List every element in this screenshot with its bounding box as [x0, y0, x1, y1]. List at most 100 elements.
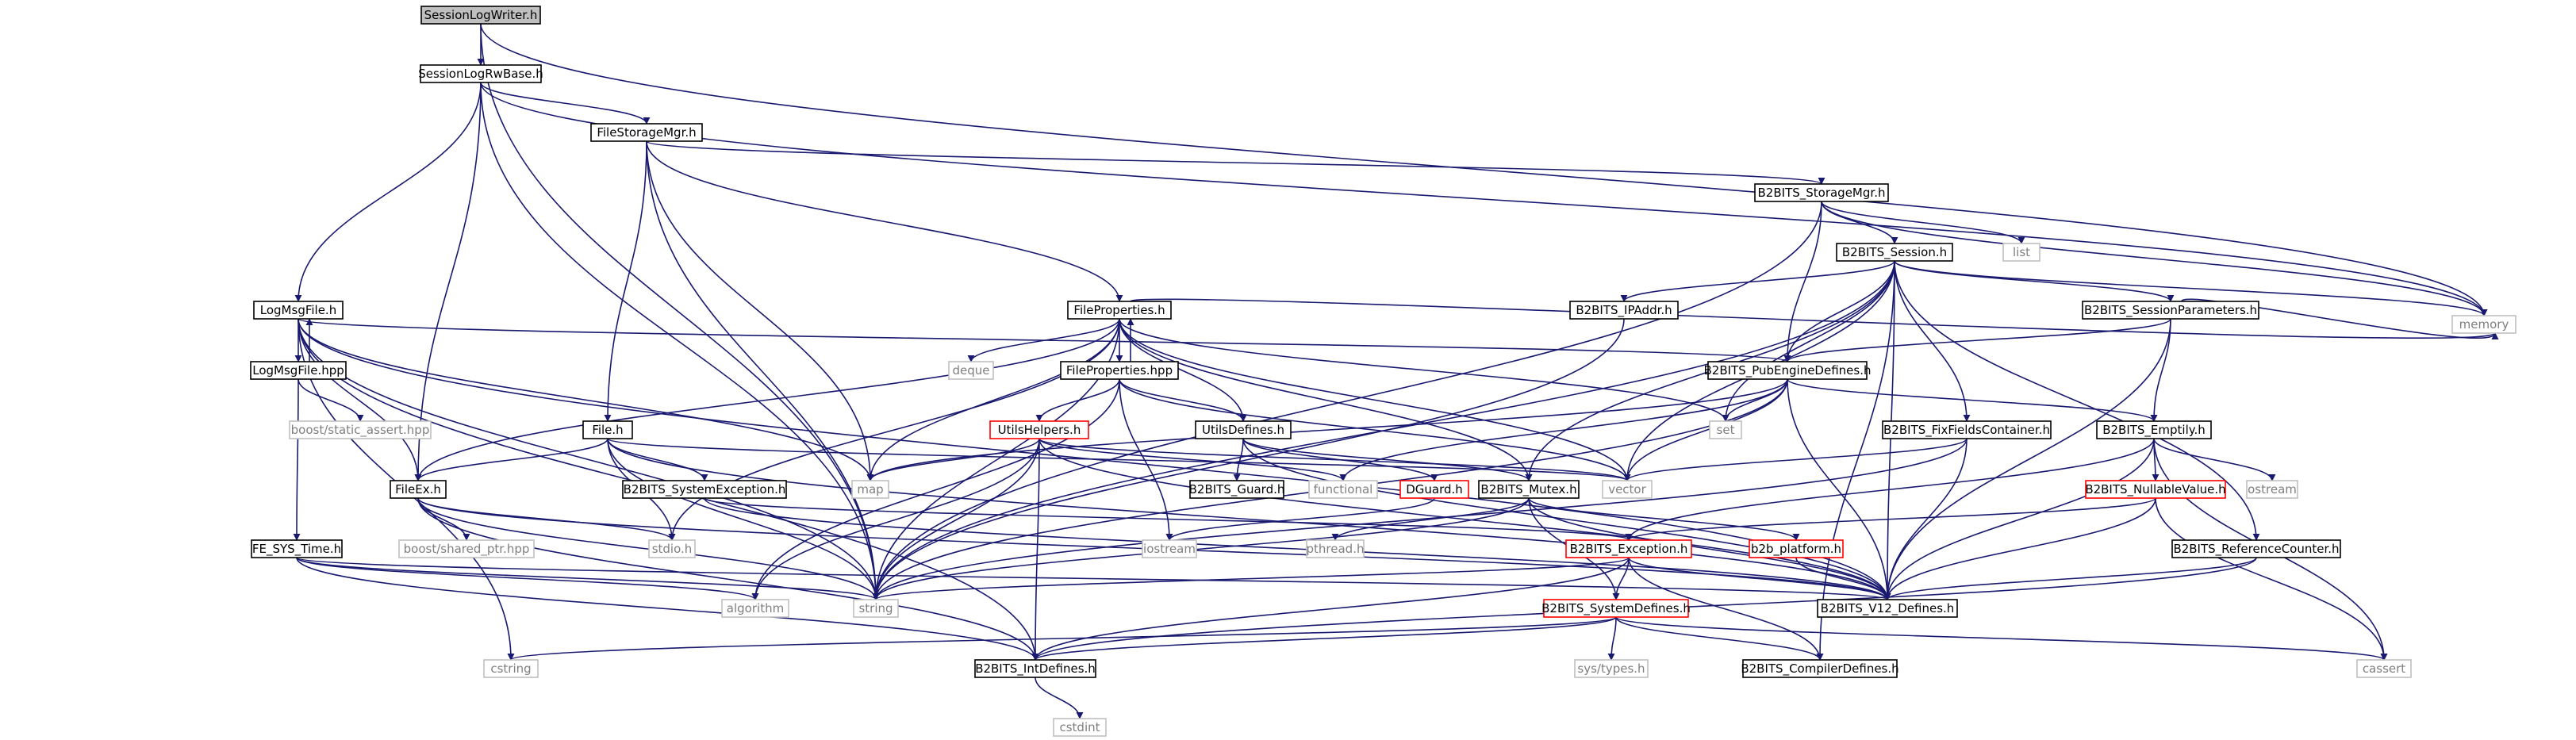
edge-Session-to-CompilerDefines [1816, 260, 1895, 661]
edge-Emptily-to-ostream [2153, 438, 2276, 481]
node-ReferenceCounter[interactable]: B2BITS_ReferenceCounter.h [2171, 539, 2341, 558]
node-SystemDefines[interactable]: B2BITS_SystemDefines.h [1541, 599, 1691, 618]
edge-FileEx-to-string [417, 497, 880, 600]
edge-UtilsHelpers-to-map [866, 438, 1040, 481]
edge-FileProperties-to-vector [1119, 318, 1631, 481]
node-label: cstring [490, 661, 531, 676]
edge-SystemDefines-to-cassert [1615, 616, 2388, 661]
node-FileEx[interactable]: FileEx.h [390, 480, 447, 499]
edge-Session-to-memory [1894, 260, 2488, 316]
node-box [2246, 480, 2298, 499]
node-box [1569, 301, 1679, 320]
node-label: algorithm [727, 601, 784, 615]
edge-UtilsDefines-to-Mutex [1242, 438, 1533, 481]
node-label: B2BITS_NullableValue.h [2085, 482, 2225, 497]
edge-NullableValue-to-cassert [2155, 497, 2388, 661]
node-Mutex[interactable]: B2BITS_Mutex.h [1478, 480, 1580, 499]
node-box [2356, 659, 2412, 678]
node-box [853, 599, 899, 618]
node-IntDefines[interactable]: B2BITS_IntDefines.h [974, 659, 1096, 678]
edge-LogMsgFileHpp-to-static_assert [298, 378, 364, 422]
node-box [1709, 420, 1742, 439]
edge-Exception-to-string [872, 557, 1630, 600]
node-box [1053, 718, 1107, 737]
node-Guard[interactable]: B2BITS_Guard.h [1189, 480, 1285, 499]
node-box [1836, 243, 1953, 262]
edge-Mutex-to-string [872, 497, 1530, 600]
node-LogMsgFileHpp[interactable]: LogMsgFile.hpp [250, 361, 347, 380]
node-box [1308, 480, 1378, 499]
node-box [721, 599, 789, 618]
node-FilePropertiesHpp[interactable]: FileProperties.hpp [1060, 361, 1179, 380]
edge-FileH-to-FileEx [414, 438, 608, 481]
node-NullableValue[interactable]: B2BITS_NullableValue.h [2085, 480, 2226, 499]
node-SessionParameters[interactable]: B2BITS_SessionParameters.h [2082, 301, 2259, 320]
node-label: set [1717, 423, 1735, 437]
edge-FileEx-to-IntDefines [417, 497, 1039, 661]
node-FixFieldsContainer[interactable]: B2BITS_FixFieldsContainer.h [1882, 420, 2052, 439]
node-SessionLogWriter[interactable]: SessionLogWriter.h [420, 6, 541, 25]
edge-Emptily-to-V12_Defines [1883, 438, 2155, 600]
node-DGuard[interactable]: DGuard.h [1399, 480, 1469, 499]
node-label: B2BITS_Mutex.h [1480, 482, 1576, 497]
node-PubEngineDefines[interactable]: B2BITS_PubEngineDefines.h [1703, 361, 1872, 380]
edge-FE_SYS_Time-to-string [296, 557, 880, 600]
node-box [1749, 539, 1844, 558]
node-box [948, 361, 994, 380]
node-Session[interactable]: B2BITS_Session.h [1836, 243, 1953, 262]
node-label: FileStorageMgr.h [597, 125, 696, 140]
node-functional: functional [1308, 480, 1378, 499]
edge-FileProperties-to-deque [967, 318, 1120, 362]
edge-UtilsHelpers-to-algorithm [751, 438, 1040, 600]
node-stdio: stdio.h [648, 539, 696, 558]
edge-SessionLogRwBase-to-string [480, 82, 880, 600]
edge-UtilsDefines-to-V12_Defines [1242, 438, 1891, 600]
node-SessionLogRwBase[interactable]: SessionLogRwBase.h [418, 64, 543, 83]
node-V12_Defines[interactable]: B2BITS_V12_Defines.h [1817, 599, 1958, 618]
node-Emptily[interactable]: B2BITS_Emptily.h [2096, 420, 2212, 439]
node-FileH[interactable]: File.h [582, 420, 633, 439]
node-IPAddr[interactable]: B2BITS_IPAddr.h [1569, 301, 1679, 320]
node-StorageMgr[interactable]: B2BITS_StorageMgr.h [1754, 183, 1889, 202]
node-label: B2BITS_PubEngineDefines.h [1703, 363, 1871, 378]
node-UtilsDefines[interactable]: UtilsDefines.h [1195, 420, 1292, 439]
edge-SessionLogWriter-to-string [480, 23, 880, 600]
node-label: B2BITS_Session.h [1842, 245, 1947, 260]
node-memory: memory [2451, 315, 2516, 334]
node-FE_SYS_Time[interactable]: FE_SYS_Time.h [251, 539, 343, 558]
node-map: map [851, 480, 889, 499]
node-CompilerDefines[interactable]: B2BITS_CompilerDefines.h [1741, 659, 1899, 678]
node-box [1478, 480, 1580, 499]
node-box [390, 480, 447, 499]
edge-FileH-to-string [607, 438, 880, 600]
node-UtilsHelpers[interactable]: UtilsHelpers.h [989, 420, 1089, 439]
node-label: B2BITS_SessionParameters.h [2084, 303, 2257, 318]
node-box [2096, 420, 2212, 439]
node-label: deque [952, 363, 989, 378]
node-pthread: pthread.h [1306, 539, 1365, 558]
node-box [420, 64, 542, 83]
edge-FileStorageMgr-to-FileProperties [646, 140, 1123, 302]
node-box [251, 539, 343, 558]
node-label: cassert [2363, 661, 2405, 676]
edge-UtilsHelpers-to-IntDefines [1031, 438, 1040, 661]
edge-FixFieldsContainer-to-V12_Defines [1883, 438, 1968, 600]
node-FileStorageMgr[interactable]: FileStorageMgr.h [590, 123, 703, 142]
edge-UtilsHelpers-to-V12_Defines [1038, 438, 1891, 600]
node-label: FileEx.h [395, 482, 441, 497]
edge-Session-to-PubEngineDefines [1783, 260, 1895, 362]
node-LogMsgFile[interactable]: LogMsgFile.h [253, 301, 344, 320]
node-Exception[interactable]: B2BITS_Exception.h [1565, 539, 1692, 558]
node-label: UtilsDefines.h [1202, 423, 1284, 437]
node-shared_ptr: boost/shared_ptr.hpp [398, 539, 535, 558]
edge-FilePropertiesHpp-to-vector [1119, 378, 1631, 481]
node-FileProperties[interactable]: FileProperties.h [1067, 301, 1172, 320]
edge-LogMsgFile-to-map [298, 318, 874, 481]
edge-NullableValue-to-V12_Defines [1883, 497, 2156, 600]
node-layer: SessionLogWriter.hSessionLogRwBase.hFile… [250, 6, 2516, 737]
node-b2b_platform[interactable]: b2b_platform.h [1749, 539, 1844, 558]
node-SystemException[interactable]: B2BITS_SystemException.h [622, 480, 787, 499]
node-box [1399, 480, 1469, 499]
edge-PubEngineDefines-to-Emptily [1787, 378, 2158, 422]
edge-Session-to-SessionParameters [1894, 260, 2175, 302]
